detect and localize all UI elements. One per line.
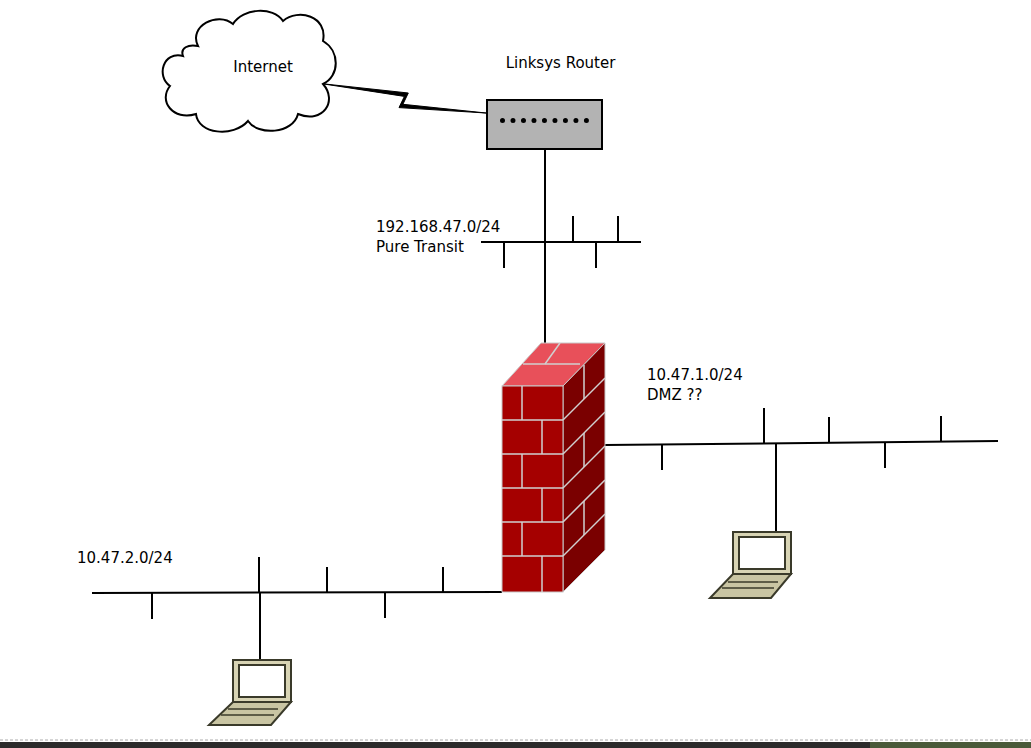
router-box: Linksys Router <box>486 99 603 150</box>
firewall <box>502 343 605 592</box>
network-label: 10.47.1.0/24 DMZ ?? <box>647 365 765 405</box>
network-wires <box>92 150 998 660</box>
cloud-label: Internet <box>158 58 342 76</box>
wan-link <box>322 84 486 113</box>
laptop <box>710 532 791 598</box>
router-heading: Linksys Router <box>506 54 616 72</box>
router-ports <box>500 118 589 123</box>
page-rule <box>0 740 1031 741</box>
network-label: 10.47.2.0/24 <box>77 548 217 568</box>
bottom-bar <box>870 742 1031 748</box>
laptop <box>209 660 291 725</box>
bottom-bar <box>0 742 1031 748</box>
internet-cloud: Internet <box>158 6 342 140</box>
network-label: 192.168.47.0/24 Pure Transit <box>376 217 516 257</box>
